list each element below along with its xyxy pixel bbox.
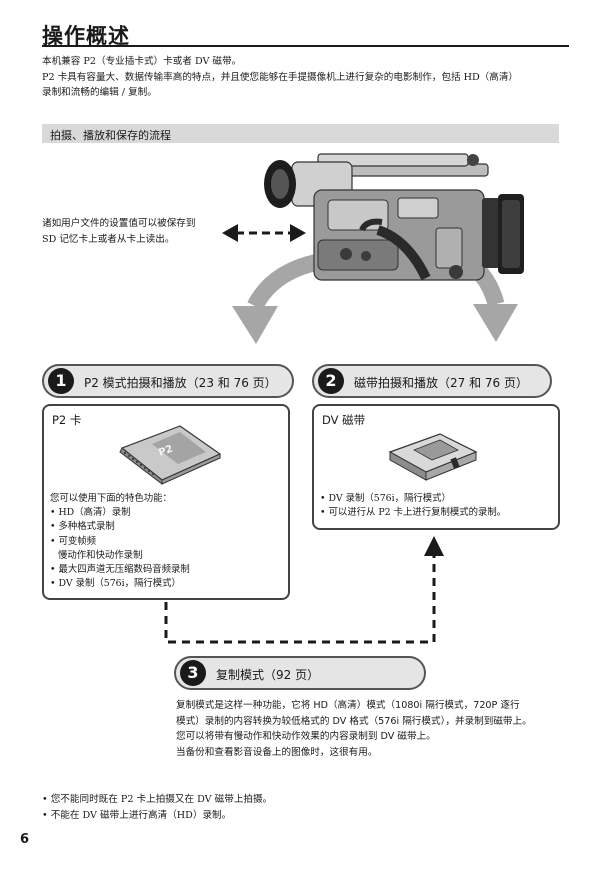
p2-feature-list: 您可以使用下面的特色功能： • HD（高清）录制 • 多种格式录制 • 可变帧频… — [50, 492, 190, 591]
copy-flow-dashed-arrow-icon — [164, 536, 444, 644]
section-header: 拍摄、播放和保存的流程 — [42, 124, 559, 143]
intro-paragraph: 本机兼容 P2（专业插卡式）卡或者 DV 磁带。 P2 卡具有容量大、数据传输率… — [42, 54, 572, 101]
mode3-label: 复制模式（92 页） — [216, 668, 320, 682]
list-item: 您可以使用下面的特色功能： — [50, 493, 172, 504]
list-item: • 多种格式录制 — [50, 521, 115, 533]
page-title: 操作概述 — [42, 24, 130, 48]
list-item: • DV 录制（576i，隔行模式） — [320, 493, 451, 504]
p2-card-icon: P2 — [119, 425, 222, 486]
mode2-header: 2 磁带拍摄和播放（27 和 76 页） — [312, 364, 552, 398]
list-item: • DV 录制（576i，隔行模式） — [50, 578, 181, 590]
page-number: 6 — [20, 832, 30, 847]
mode1-label: P2 模式拍摄和播放（23 和 76 页） — [84, 376, 277, 390]
intro-line: 录制和流畅的编辑 / 复制。 — [42, 87, 157, 98]
mode1-number-badge: 1 — [48, 368, 74, 394]
mode2-label: 磁带拍摄和播放（27 和 76 页） — [354, 376, 528, 390]
mode3-number-badge: 3 — [180, 660, 206, 686]
p2-card-panel-title: P2 卡 — [52, 413, 82, 427]
notes-list: • 您不能同时既在 P2 卡上拍摄又在 DV 磁带上拍摄。 • 不能在 DV 磁… — [42, 792, 272, 823]
left-flow-arrow-icon — [232, 253, 320, 344]
mode3-header: 3 复制模式（92 页） — [174, 656, 426, 690]
list-item: • 不能在 DV 磁带上进行高清（HD）录制。 — [42, 809, 232, 821]
p2-card-logo: P2 — [157, 444, 174, 459]
dv-tape-panel-title: DV 磁带 — [322, 413, 366, 427]
intro-line: 本机兼容 P2（专业插卡式）卡或者 DV 磁带。 — [42, 56, 242, 67]
dv-feature-list: • DV 录制（576i，隔行模式） • 可以进行从 P2 卡上进行复制模式的录… — [320, 492, 506, 520]
note-line: SD 记忆卡上或者从卡上读出。 — [42, 233, 175, 245]
description-line: 当备份和查看影音设备上的图像时，这很有用。 — [176, 746, 378, 758]
section-title: 拍摄、播放和保存的流程 — [50, 129, 171, 142]
dv-cassette-icon — [388, 433, 478, 481]
list-item: • 您不能同时既在 P2 卡上拍摄又在 DV 磁带上拍摄。 — [42, 794, 273, 805]
list-item: • 可变帧频 — [50, 535, 97, 547]
copy-mode-description: 复制模式是这样一种功能，它将 HD（高清）模式（1080i 隔行模式，720P … — [176, 698, 576, 760]
list-item: • 最大四声道无压缩数码音频录制 — [50, 564, 190, 576]
title-rule — [42, 45, 569, 47]
bidirectional-dashed-arrow-icon — [222, 224, 306, 242]
intro-line: P2 卡具有容量大、数据传输率高的特点，并且使您能够在手提摄像机上进行复杂的电影… — [42, 71, 519, 83]
mode1-header: 1 P2 模式拍摄和播放（23 和 76 页） — [42, 364, 294, 398]
description-line: 复制模式是这样一种功能，它将 HD（高清）模式（1080i 隔行模式，720P … — [176, 700, 520, 711]
list-item: • HD（高清）录制 — [50, 507, 131, 519]
camcorder-icon — [264, 153, 524, 281]
dv-tape-panel: DV 磁带 • DV 录制（576i，隔行模式） • 可以进行从 P2 卡上进行… — [312, 404, 560, 530]
description-line: 您可以将带有慢动作和快动作效果的内容录制到 DV 磁带上。 — [176, 731, 436, 742]
description-line: 模式）录制的内容转换为较低格式的 DV 格式（576i 隔行模式），并录制到磁带… — [176, 715, 532, 727]
note-line: 诸如用户文件的设置值可以被保存到 — [42, 218, 196, 229]
list-item: 慢动作和快动作录制 — [58, 549, 143, 561]
p2-card-panel: P2 卡 P2 您可以使用下面的特色功能： • HD（高清）录制 • 多种格式录… — [42, 404, 290, 600]
sd-card-note: 诸如用户文件的设置值可以被保存到 SD 记忆卡上或者从卡上读出。 — [42, 216, 222, 247]
mode2-number-badge: 2 — [318, 368, 344, 394]
list-item: • 可以进行从 P2 卡上进行复制模式的录制。 — [320, 507, 507, 519]
